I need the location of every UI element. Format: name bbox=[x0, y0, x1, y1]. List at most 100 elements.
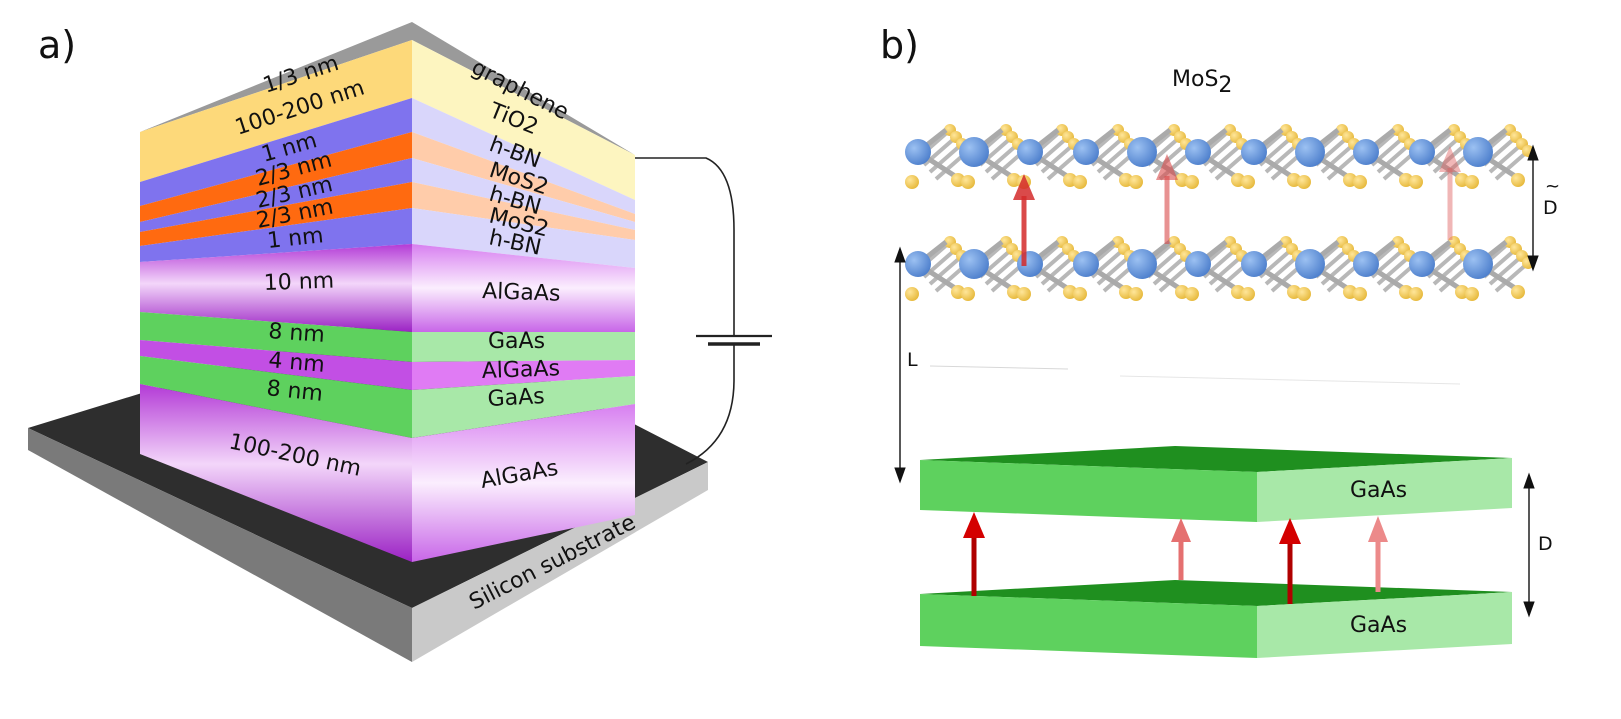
mo-atom bbox=[959, 249, 989, 279]
bond bbox=[1376, 254, 1412, 286]
mo-atom bbox=[1353, 251, 1379, 277]
material-algaas2: AlGaAs bbox=[481, 356, 560, 384]
s-atom bbox=[1297, 175, 1311, 189]
s-atom bbox=[1511, 285, 1525, 299]
panel-a-label: a) bbox=[38, 23, 76, 67]
mo-atom bbox=[1463, 137, 1493, 167]
bond bbox=[1208, 142, 1244, 174]
gaas-dipole-arrow bbox=[1279, 518, 1301, 604]
s-atom bbox=[1409, 175, 1423, 189]
mo-atom bbox=[1409, 139, 1435, 165]
mo-atom bbox=[959, 137, 989, 167]
thickness-hbn3: 1 nm bbox=[266, 223, 325, 254]
bond bbox=[1494, 149, 1530, 181]
gaas-dipole-arrow bbox=[1368, 516, 1388, 592]
gaas-dipole-arrow bbox=[1171, 518, 1191, 580]
mo-atom bbox=[1127, 249, 1157, 279]
s-atom bbox=[1353, 175, 1367, 189]
bond bbox=[928, 254, 964, 286]
s-atom bbox=[1353, 287, 1367, 301]
mo-atom bbox=[1353, 139, 1379, 165]
thickness-algaas1: 10 nm bbox=[263, 269, 334, 296]
mo-atom bbox=[1241, 251, 1267, 277]
D-label: D bbox=[1538, 533, 1553, 555]
bond bbox=[1264, 254, 1300, 286]
bond bbox=[1152, 142, 1188, 174]
bond bbox=[1488, 254, 1524, 286]
s-atom bbox=[905, 287, 919, 301]
bond bbox=[1152, 254, 1188, 286]
s-atom bbox=[1017, 287, 1031, 301]
separator-line bbox=[1119, 375, 1461, 385]
mo-atom bbox=[1127, 137, 1157, 167]
mo-atom bbox=[1409, 251, 1435, 277]
gaas-slab-upper: GaAs bbox=[920, 446, 1512, 522]
s-atom bbox=[1409, 287, 1423, 301]
bond bbox=[1488, 142, 1524, 174]
s-atom bbox=[1185, 287, 1199, 301]
material-gaas1: GaAs bbox=[488, 329, 545, 354]
s-atom bbox=[1241, 287, 1255, 301]
wire-bottom bbox=[685, 344, 735, 465]
s-atom bbox=[1465, 287, 1479, 301]
bond bbox=[1320, 254, 1356, 286]
mo-atom bbox=[1295, 249, 1325, 279]
thickness-algaas2: 4 nm bbox=[267, 348, 325, 378]
mo-atom bbox=[905, 251, 931, 277]
mos2-title-main: MoS bbox=[1172, 67, 1218, 92]
bond bbox=[1040, 254, 1076, 286]
bond bbox=[1096, 142, 1132, 174]
layer-stack bbox=[140, 22, 635, 562]
s-atom bbox=[1297, 287, 1311, 301]
mos2-layer-lower bbox=[905, 236, 1534, 301]
bond bbox=[1376, 142, 1412, 174]
gaas-dipoles bbox=[963, 512, 1388, 604]
s-atom bbox=[1465, 175, 1479, 189]
mo-atom bbox=[1463, 249, 1493, 279]
bond bbox=[984, 142, 1020, 174]
mos2-title: MoS2 bbox=[1172, 67, 1232, 98]
s-atom bbox=[1129, 287, 1143, 301]
voltage-source bbox=[635, 157, 772, 465]
bond bbox=[1096, 254, 1132, 286]
s-atom bbox=[1185, 175, 1199, 189]
mo-atom bbox=[1295, 137, 1325, 167]
bond bbox=[1208, 254, 1244, 286]
mo-atom bbox=[1073, 251, 1099, 277]
panel-b: b) MoS2 L bbox=[880, 23, 1560, 658]
Dtilde-label: D bbox=[1543, 197, 1558, 219]
gaas-slab-lower: GaAs bbox=[920, 580, 1512, 658]
mos2-dipoles bbox=[1013, 146, 1461, 266]
L-label: L bbox=[907, 349, 918, 371]
mo-atom bbox=[1073, 139, 1099, 165]
bond bbox=[1432, 254, 1468, 286]
mo-atom bbox=[1241, 139, 1267, 165]
mos2-layer-upper bbox=[905, 124, 1534, 189]
mo-atom bbox=[1017, 251, 1043, 277]
s-atom bbox=[1129, 175, 1143, 189]
s-atom bbox=[1511, 173, 1525, 187]
tilde-glyph: ~ bbox=[1545, 176, 1560, 197]
s-atom bbox=[1073, 287, 1087, 301]
dimension-L bbox=[894, 246, 906, 484]
s-atom bbox=[1073, 175, 1087, 189]
s-atom bbox=[961, 287, 975, 301]
mo-atom bbox=[1185, 251, 1211, 277]
bond bbox=[984, 254, 1020, 286]
s-atom bbox=[961, 175, 975, 189]
wire-top bbox=[635, 157, 735, 336]
bond bbox=[1040, 142, 1076, 174]
thickness-gaas1: 8 nm bbox=[268, 319, 326, 348]
s-atom bbox=[905, 175, 919, 189]
s-atom bbox=[1241, 175, 1255, 189]
bond bbox=[1432, 142, 1468, 174]
mos2-dipole-arrow bbox=[1156, 154, 1178, 244]
thickness-gaas2: 8 nm bbox=[265, 376, 324, 407]
dimension-D bbox=[1523, 472, 1535, 618]
mo-atom bbox=[1185, 139, 1211, 165]
bond bbox=[1494, 261, 1530, 293]
gaas-upper-label: GaAs bbox=[1350, 478, 1407, 503]
mo-atom bbox=[1017, 139, 1043, 165]
bond bbox=[1264, 142, 1300, 174]
